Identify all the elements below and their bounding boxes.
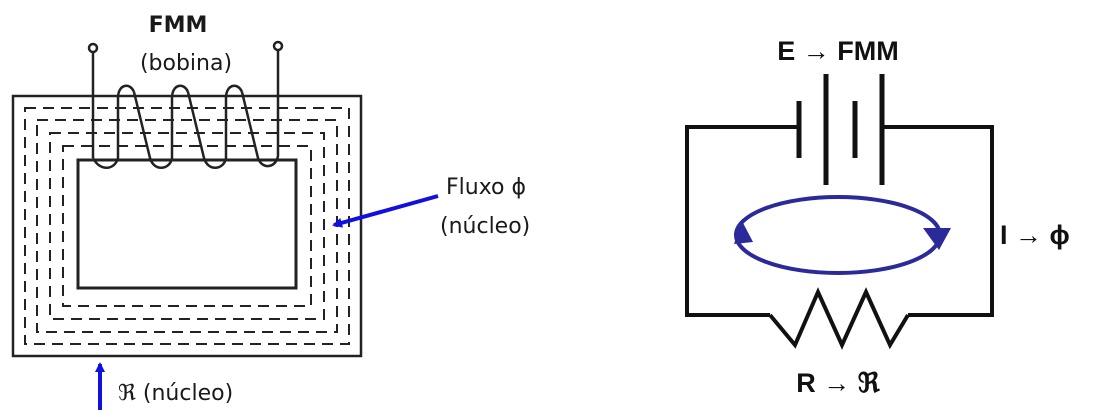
source-label: E → FMM [777, 36, 899, 66]
current-label: I → ϕ [1000, 220, 1070, 250]
flux-pointer-arrow [332, 194, 439, 228]
magnetic-core [11, 94, 363, 358]
circuit-wires [685, 125, 994, 317]
fmm-label: FMM [149, 13, 208, 38]
coil-winding [87, 40, 284, 169]
current-loop [734, 195, 951, 275]
core-outer-edge [11, 94, 363, 358]
bobina-label: (bobina) [140, 51, 232, 76]
loop-arrowhead-right [923, 228, 951, 250]
flux-line-1 [24, 107, 350, 345]
resistor-label: R → ℜ [796, 368, 881, 398]
core-window [76, 158, 298, 290]
loop-arrowhead-left [734, 221, 753, 244]
flux-label: Fluxo ϕ [446, 175, 526, 200]
battery-symbol [796, 74, 885, 185]
flux-line-3 [49, 132, 325, 320]
reluctance-label: ℜ (núcleo) [118, 381, 233, 406]
resistor-symbol [768, 287, 910, 350]
flux-line-4 [62, 145, 312, 307]
flux-core-label: (núcleo) [440, 214, 530, 239]
